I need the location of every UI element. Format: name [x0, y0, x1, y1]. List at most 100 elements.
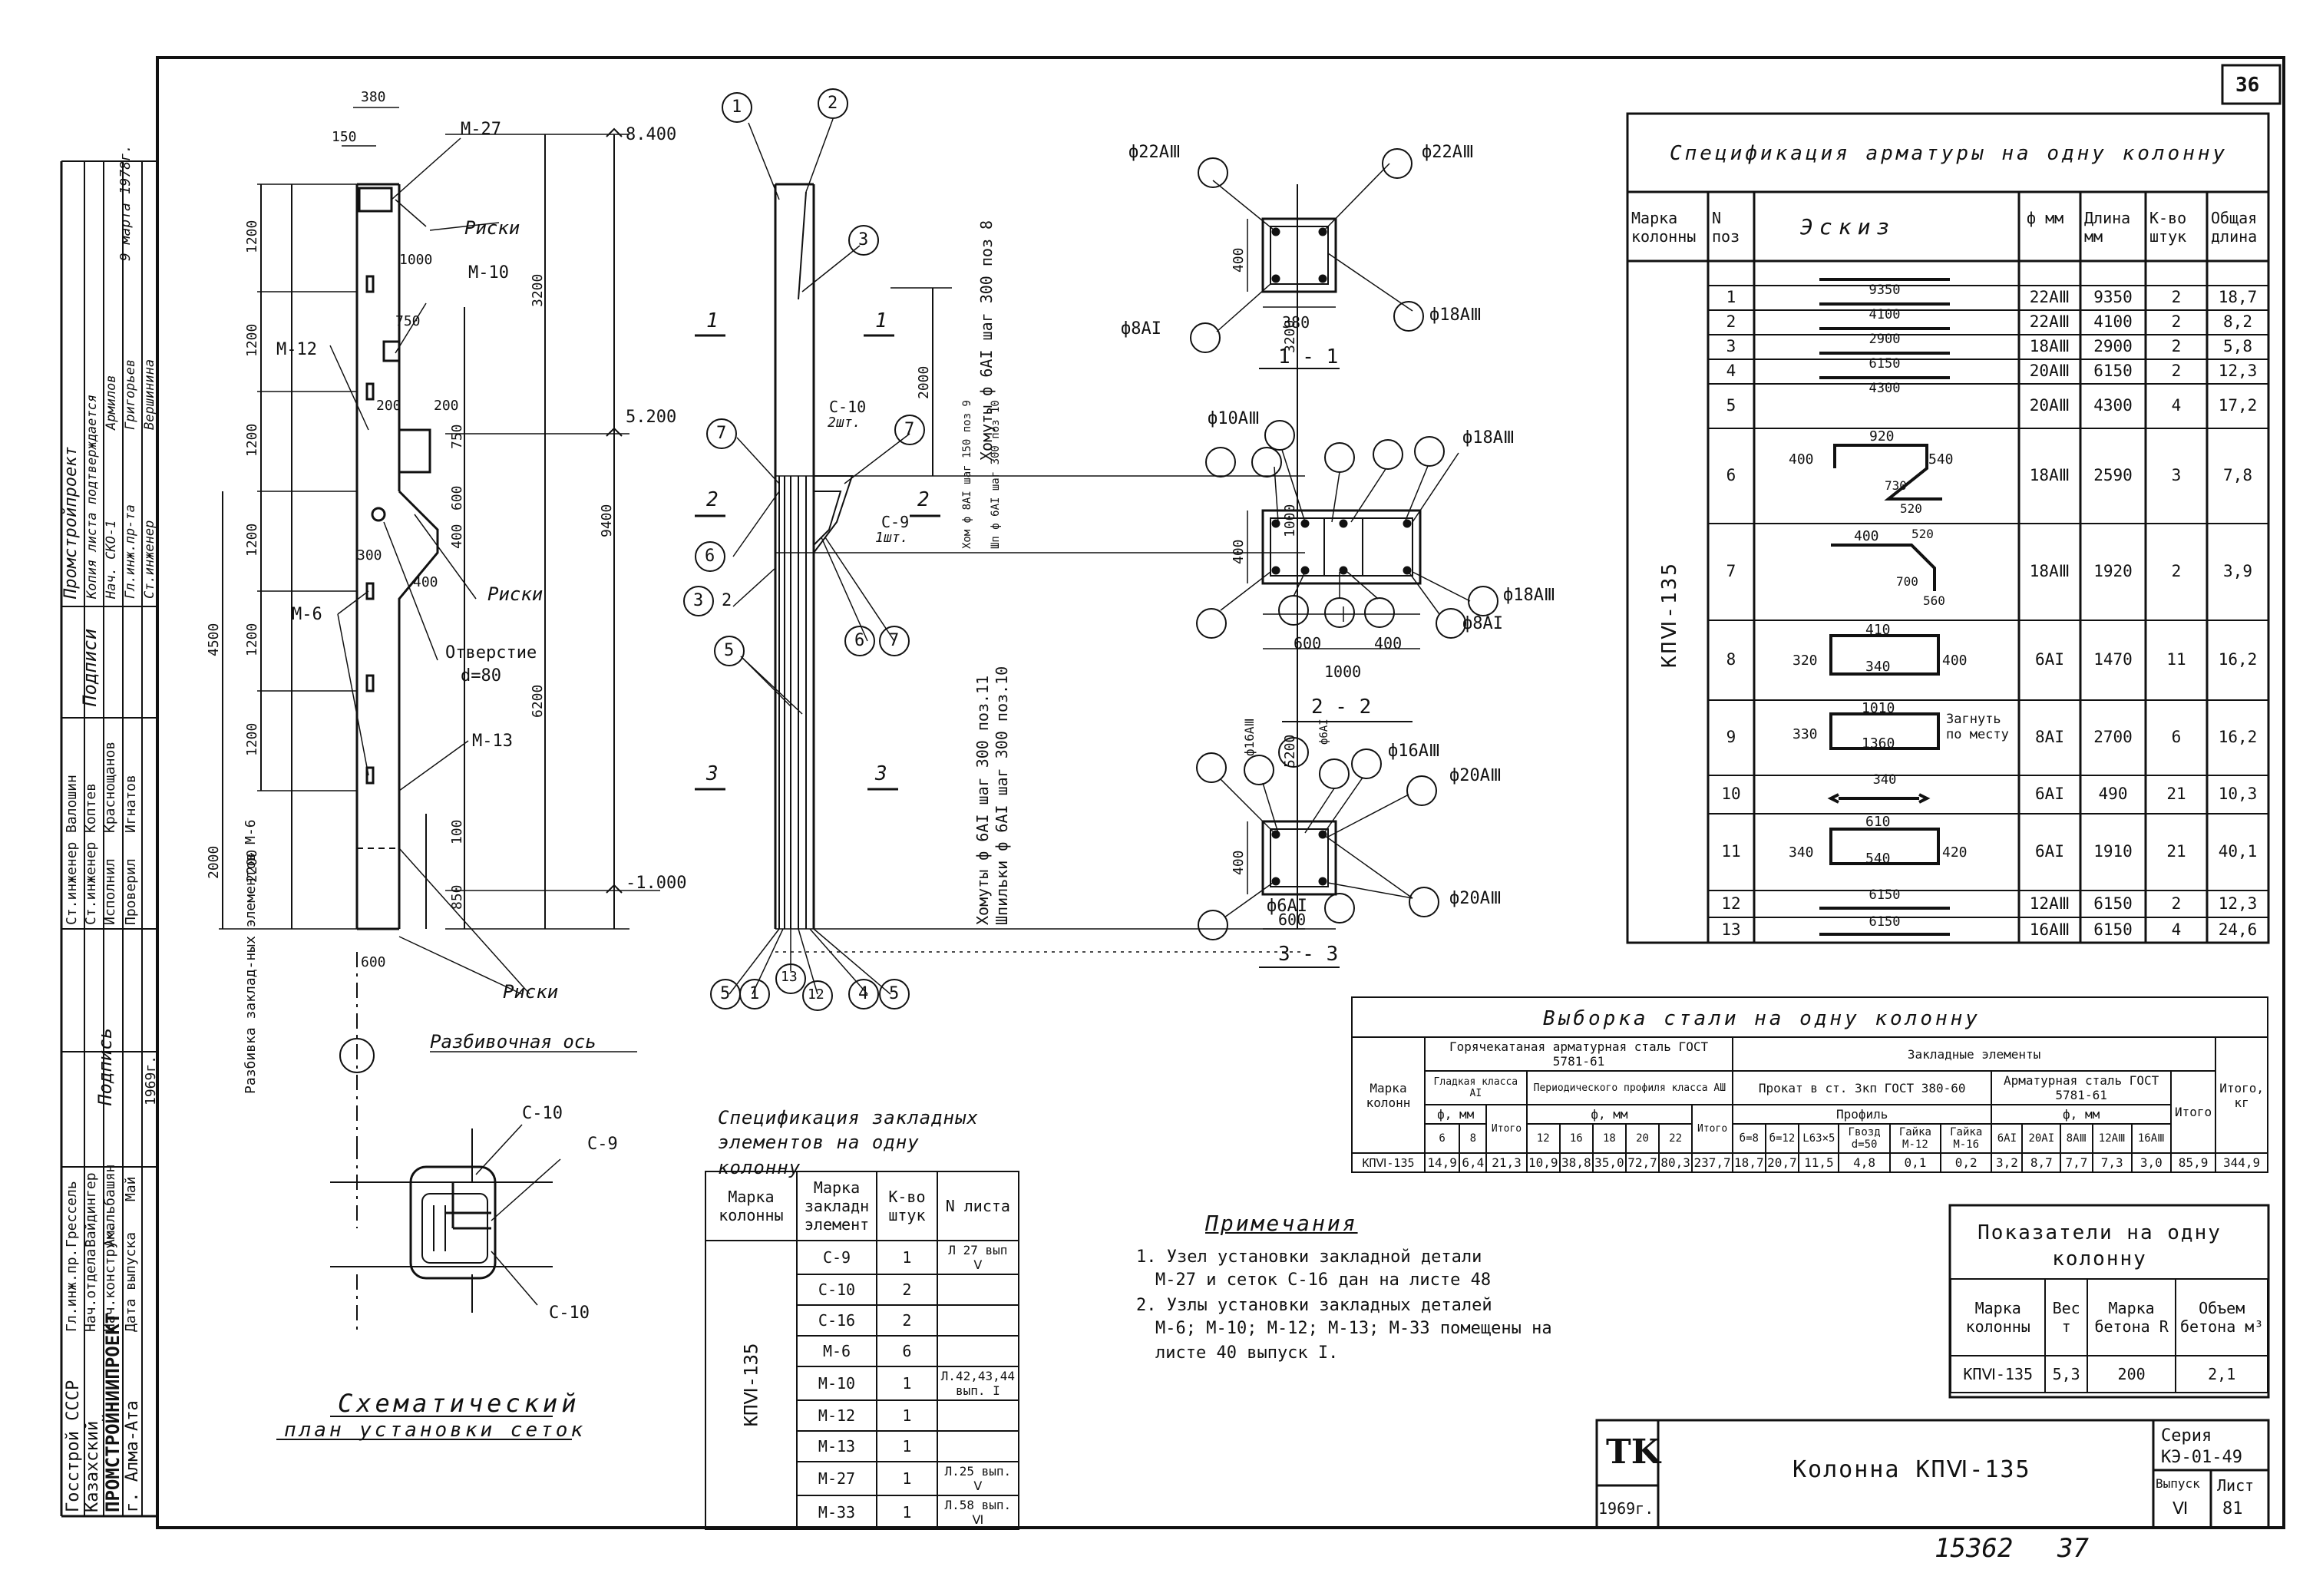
s11-bar-b: ф22АⅢ — [1422, 143, 1475, 162]
callout-2-top: 2 — [828, 94, 838, 113]
rebar-cell-pos: 8 — [1726, 650, 1736, 669]
embed-cell-qty: 1 — [876, 1495, 938, 1530]
steel-cell: 8,7 — [2021, 1152, 2062, 1173]
steel-h-group2: Закладные элементы — [1732, 1036, 2217, 1072]
callout-7-b: 7 — [904, 420, 915, 439]
steel-subheader: 12АⅢ — [2091, 1123, 2133, 1154]
rebar-cell-qty: 21 — [2166, 842, 2186, 861]
ind-volume: 2,1 — [2175, 1355, 2268, 1393]
sk8-410: 410 — [1865, 622, 1891, 638]
tb-year: 1969г. — [1598, 1499, 1654, 1518]
steel-subheader: 16АⅢ — [2130, 1123, 2172, 1154]
rebar-cell-len: 490 — [2098, 785, 2128, 803]
steel-cell: 6,4 — [1459, 1152, 1488, 1173]
steel-subheader: 12 — [1525, 1123, 1561, 1154]
steel-cell: 21,3 — [1485, 1152, 1528, 1173]
s22-dim-w2: 400 — [1374, 634, 1403, 653]
embed-cell-qty: 2 — [876, 1274, 938, 1306]
section-3-3 — [1196, 737, 1439, 968]
rebar-cell-pos: 2 — [1726, 312, 1736, 331]
embed-cell-sheet: Л.42,43,44 вып. I — [936, 1366, 1020, 1401]
rebar-cell-pos: 11 — [1721, 842, 1741, 861]
sk7-560: 560 — [1923, 593, 1945, 608]
rebar-cell-d: 8АI — [2035, 728, 2064, 746]
rebar-cell-total: 5,8 — [2223, 337, 2252, 355]
rebar-sketch-dim: 4300 — [1869, 381, 1901, 396]
rebar-cell-pos: 4 — [1726, 362, 1736, 380]
steel-h-itogo-a: Итого — [1485, 1104, 1528, 1154]
stamp-name-a1: Грессель — [64, 1181, 80, 1247]
label-m27: М-27 — [461, 120, 501, 139]
sk11-610: 610 — [1865, 814, 1891, 830]
callout-5-mid: 5 — [724, 641, 735, 660]
column-elevation — [219, 107, 660, 1152]
tb-list-label: Лист — [2217, 1476, 2255, 1495]
stamp-org-4: г. Алма-Ата — [123, 1400, 142, 1512]
schem-c9: С-9 — [587, 1135, 618, 1154]
rebar-cell-qty: 2 — [2171, 312, 2182, 331]
label-c10: С-10 — [829, 398, 867, 416]
dim-mid-750: 750 — [449, 424, 465, 449]
steel-subheader: Гвозд d=50 — [1838, 1123, 1891, 1154]
stamp-name-c3: Вершинина — [142, 359, 157, 430]
rebar-h-mark: Марка колонны — [1631, 209, 1697, 246]
rebar-cell-total: 12,3 — [2218, 894, 2258, 913]
dim-400: 400 — [413, 574, 438, 590]
dim-right-6200: 6200 — [530, 684, 546, 718]
steel-cell: 237,7 — [1691, 1152, 1734, 1173]
note-khom-9: Хом ф 8АI шаг 150 поз 9 — [961, 400, 973, 549]
indicators-title: Показатели на одну колонну — [1978, 1221, 2222, 1271]
stamp-role-b3: Исполнил — [102, 858, 118, 925]
steel-cell: 80,3 — [1658, 1152, 1693, 1173]
callout-2-mid: 2 — [722, 591, 732, 610]
stamp-role-c2: Копия листа подтверждается — [84, 394, 100, 599]
schem-title: Схематический — [338, 1389, 580, 1418]
bottom-number: 15362 — [1935, 1533, 2014, 1564]
embed-cell-qty: 1 — [876, 1399, 938, 1432]
rebar-cell-len: 2700 — [2093, 728, 2133, 746]
s22-bar-c: ф18АⅢ — [1503, 586, 1556, 605]
steel-subheader: б=8 — [1732, 1123, 1766, 1154]
notes-title: Примечания — [1205, 1211, 1358, 1236]
dim-5200-rebar: 5200 — [1282, 734, 1298, 768]
ind-h-mark: Марка колонны — [1949, 1278, 2047, 1356]
rebar-sketch-dim: 6150 — [1869, 914, 1901, 930]
stamp-role-c1: Промстройпроект — [61, 446, 81, 599]
dim-left-1200-5: 1200 — [244, 623, 260, 656]
tb-vypusk-label: Выпуск — [2156, 1476, 2200, 1491]
embed-cell-sheet — [936, 1274, 1020, 1306]
rebar-spec-title: Спецификация арматуры на одну колонну — [1670, 142, 2229, 165]
dim-left-1200-4: 1200 — [244, 523, 260, 557]
embed-cell-el: М-12 — [795, 1399, 878, 1432]
steel-subheader: 8АⅢ — [2060, 1123, 2093, 1154]
rebar-cell-pos: 10 — [1721, 785, 1741, 803]
level-8400: 8.400 — [626, 125, 677, 144]
dim-380: 380 — [361, 89, 386, 105]
rebar-cell-qty: 2 — [2171, 362, 2182, 380]
embed-spec-table: Марка колонны Марка закладн элемент К-во… — [705, 1171, 1020, 1530]
rebar-cell-len: 4300 — [2093, 396, 2133, 415]
ind-h-concrete: Марка бетона R — [2086, 1278, 2177, 1356]
rebar-cell-qty: 2 — [2171, 288, 2182, 306]
rebar-cell-d: 16АⅢ — [2029, 920, 2070, 939]
tb-vypusk: Ⅵ — [2172, 1499, 2189, 1518]
stamp-role-b1: Ст.инженер — [64, 841, 80, 925]
embed-spec-title: Спецификация закладных элементов на одну… — [718, 1107, 979, 1178]
dim-left-1200-3: 1200 — [244, 423, 260, 457]
dim-mid-850: 850 — [449, 884, 465, 910]
callout-5-bottom-b: 5 — [889, 984, 900, 1003]
embed-cell-el: М-6 — [795, 1335, 878, 1367]
rebar-cell-len: 2900 — [2093, 337, 2133, 355]
rebar-cell-pos: 13 — [1721, 920, 1741, 939]
rebar-cell-total: 18,7 — [2218, 288, 2258, 306]
steel-subheader: 22 — [1658, 1123, 1693, 1154]
stamp-role-a1: Гл.инж.пр. — [64, 1248, 80, 1332]
rebar-sketch-dim: 6150 — [1869, 356, 1901, 372]
rebar-cell-qty: 4 — [2171, 920, 2182, 939]
rebar-sketch-dim: 2900 — [1869, 332, 1901, 347]
label-riski-2: Риски — [487, 583, 544, 605]
rebar-sketch-dim: 6150 — [1869, 887, 1901, 903]
